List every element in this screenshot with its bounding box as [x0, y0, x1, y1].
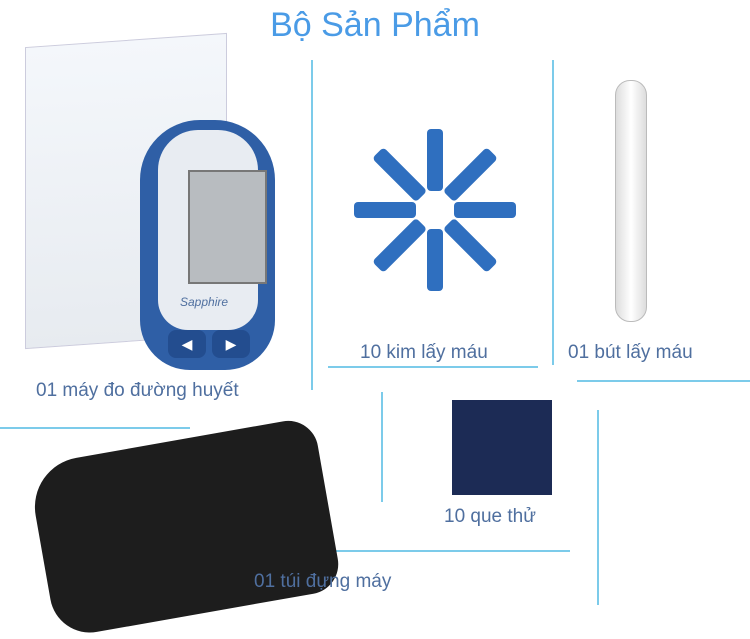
divider	[0, 427, 190, 429]
divider	[577, 380, 750, 382]
item-label-meter: 01 máy đo đường huyết	[36, 380, 239, 401]
carrying-case-image	[27, 416, 343, 639]
meter-brand: Sapphire	[180, 295, 229, 309]
right-arrow-icon: ▶	[212, 330, 250, 358]
divider	[552, 60, 554, 365]
glucose-meter-image: Sapphire ◀ ▶	[140, 120, 275, 370]
item-label-case: 01 túi đựng máy	[254, 571, 392, 592]
lancing-pen-image	[615, 80, 647, 322]
divider	[328, 366, 538, 368]
lancets-image	[345, 120, 525, 300]
page-title: Bộ Sản Phẩm	[270, 6, 480, 44]
divider	[311, 60, 313, 390]
item-label-strips: 10 que thử	[444, 506, 536, 527]
divider	[381, 392, 383, 502]
divider	[333, 550, 570, 552]
left-arrow-icon: ◀	[168, 330, 206, 358]
test-strips-image	[452, 400, 552, 495]
item-label-lancets: 10 kim lấy máu	[360, 342, 488, 363]
divider	[597, 410, 599, 605]
item-label-pen: 01 bút lấy máu	[568, 342, 693, 363]
